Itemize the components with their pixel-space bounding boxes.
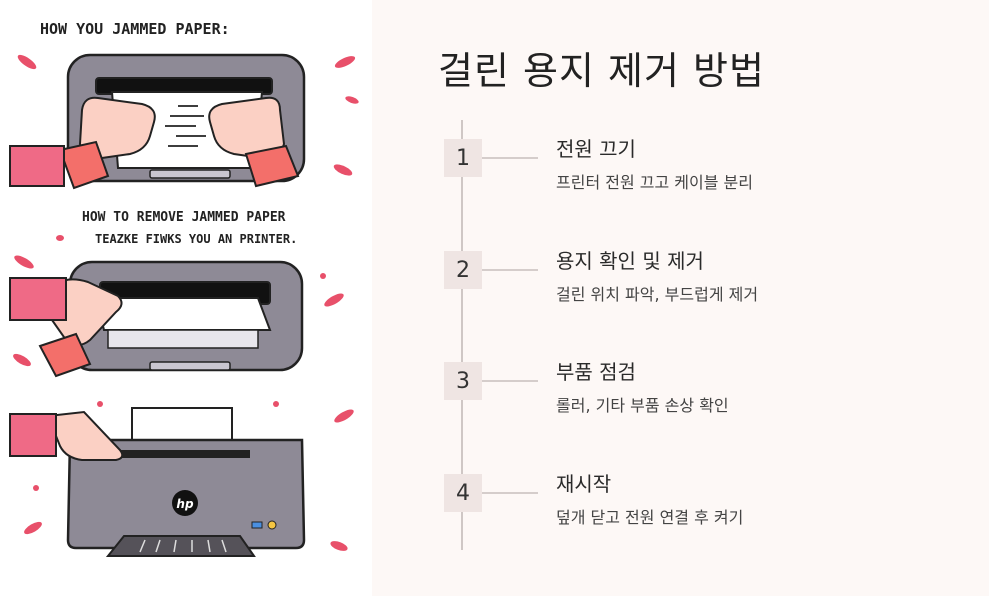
page-title: 걸린 용지 제거 방법 [438,49,765,93]
panel-jamming-paper [9,53,306,190]
panel-removing-paper [9,260,304,378]
step-description: 걸린 위치 파악, 부드럽게 제거 [556,285,759,304]
hp-logo: hp [176,497,194,511]
step-number-badge: 2 [444,251,482,289]
step-4: 4 재시작 덮개 닫고 전원 연결 후 켜기 [444,472,964,554]
confetti-decoration [13,54,359,551]
step-description: 덮개 닫고 전원 연결 후 켜기 [556,508,744,527]
step-1: 1 전원 끄기 프린터 전원 끄고 케이블 분리 [444,137,964,219]
step-title: 용지 확인 및 제거 [556,249,704,273]
printer-illustration-art: HOW YOU JAMMED PAPER: HOW TO REMOVE JAMM… [9,20,359,557]
step-connector [482,492,538,494]
step-number-badge: 4 [444,474,482,512]
step-title: 전원 끄기 [556,137,636,161]
instructions-panel: 걸린 용지 제거 방법 1 전원 끄기 프린터 전원 끄고 케이블 분리 2 용… [372,0,989,596]
panel-printer-fixed: hp [9,407,306,557]
step-number-badge: 3 [444,362,482,400]
step-title: 부품 점검 [556,360,636,384]
step-title: 재시작 [556,472,612,496]
timeline-line [461,120,463,550]
caption-top: HOW YOU JAMMED PAPER: [40,20,230,38]
step-description: 프린터 전원 끄고 케이블 분리 [556,173,753,192]
printer-illustration: HOW YOU JAMMED PAPER: HOW TO REMOVE JAMM… [0,0,372,596]
step-connector [482,157,538,159]
caption-mid-line-2: TEAZKE FIWKS YOU AN PRINTER. [95,232,297,246]
step-number-badge: 1 [444,139,482,177]
step-description: 롤러, 기타 부품 손상 확인 [556,396,729,415]
step-connector [482,380,538,382]
caption-mid-line-1: HOW TO REMOVE JAMMED PAPER [82,210,286,225]
step-3: 3 부품 점검 롤러, 기타 부품 손상 확인 [444,360,964,442]
step-2: 2 용지 확인 및 제거 걸린 위치 파악, 부드럽게 제거 [444,249,964,331]
step-connector [482,269,538,271]
